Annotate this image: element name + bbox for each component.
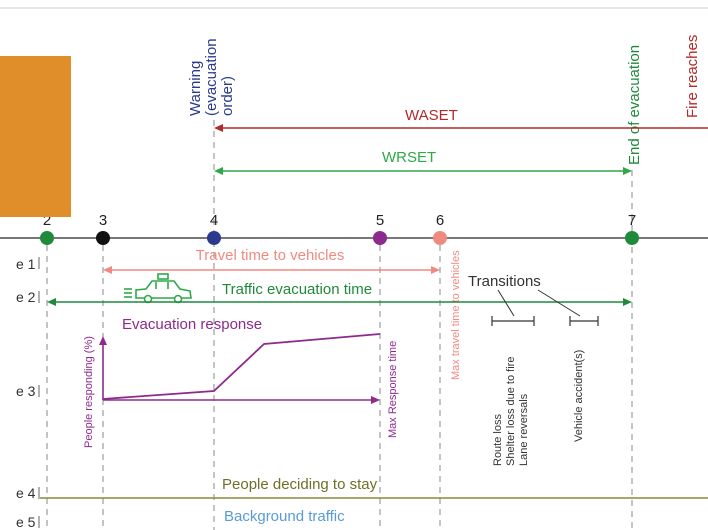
transitions-label: Transitions: [468, 273, 541, 290]
warning-line-1: Warning: [187, 61, 204, 116]
warning-label: Warning (evacuation order): [187, 38, 236, 116]
transitions-pointer-right: [537, 289, 581, 317]
shelter-loss-label: Shelter loss due to fire: [505, 357, 517, 466]
point-number-5: 5: [376, 212, 384, 229]
background-traffic-label: Background traffic: [224, 508, 345, 525]
traffic-evacuation-label: Traffic evacuation time: [222, 281, 372, 298]
transition-bracket-route: [491, 316, 535, 326]
phase-label-2: e 2: [16, 289, 36, 305]
point-number-4: 4: [210, 212, 218, 229]
transitions-pointer-left: [497, 289, 515, 317]
orange-overlay-block: [0, 56, 71, 217]
fire-reaches-label: Fire reaches: [684, 35, 701, 118]
warning-line-3: order): [219, 76, 236, 116]
people-responding-label: People responding (%): [83, 336, 95, 448]
warning-line-2: (evacuation: [203, 38, 220, 116]
phase-label-4: e 4: [16, 485, 36, 501]
phase-label-3: e 3: [16, 383, 36, 399]
evacuation-response-label: Evacuation response: [122, 316, 262, 333]
travel-time-label: Travel time to vehicles: [196, 247, 345, 264]
vehicle-accidents-label: Vehicle accident(s): [573, 350, 585, 442]
phase-label-1: e 1: [16, 256, 36, 272]
end-of-evacuation-label: End of evacuation: [626, 45, 643, 165]
point-dot-2: [40, 231, 54, 245]
waset-label: WASET: [405, 107, 458, 124]
max-travel-time-label: Max travel time to vehicles: [450, 250, 462, 380]
car-icon: [124, 273, 192, 304]
wrset-label: WRSET: [382, 149, 436, 166]
route-loss-label: Route loss: [492, 414, 504, 466]
point-number-6: 6: [436, 212, 444, 229]
max-response-time-label: Max Response time: [387, 341, 399, 438]
point-dot-4: [207, 231, 221, 245]
point-dot-6: [433, 231, 447, 245]
people-staying-label: People deciding to stay: [222, 476, 378, 493]
lane-reversals-label: Lane reversals: [518, 393, 530, 466]
point-dot-7: [625, 231, 639, 245]
transition-bracket-accident: [569, 316, 599, 326]
point-number-2: 2: [43, 212, 51, 229]
point-dot-3: [96, 231, 110, 245]
phase-label-5: e 5: [16, 514, 36, 530]
point-number-7: 7: [628, 212, 636, 229]
response-curve: [102, 333, 381, 400]
guide-lines: [46, 120, 633, 530]
point-dot-5: [373, 231, 387, 245]
point-number-3: 3: [99, 212, 107, 229]
